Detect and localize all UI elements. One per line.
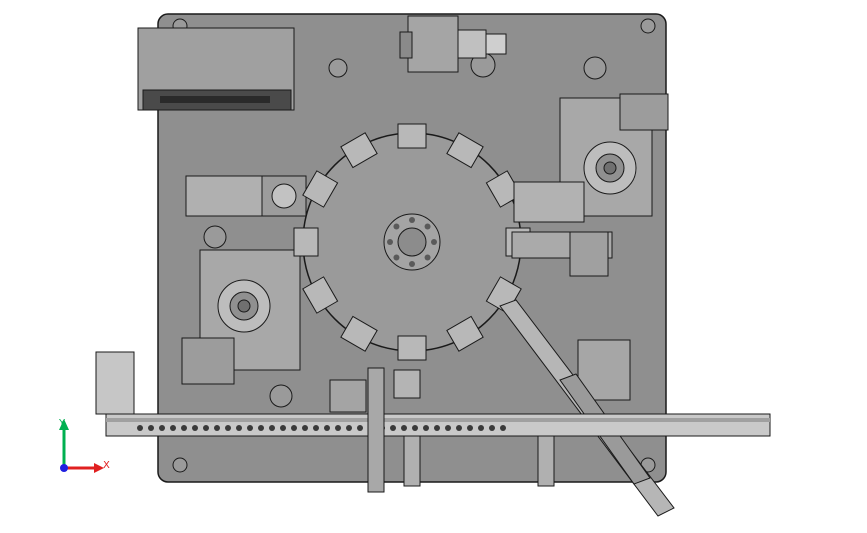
conveyor-pockets [137, 425, 506, 431]
conveyor-pocket [324, 425, 330, 431]
conveyor-pocket [500, 425, 506, 431]
table-station-fixture[interactable] [397, 123, 427, 149]
conveyor-pocket [280, 425, 286, 431]
table-bolt [393, 254, 400, 261]
conveyor-pocket [467, 425, 473, 431]
rotary-index-table[interactable] [293, 123, 531, 361]
table-bolt [431, 239, 437, 245]
table-bolt [409, 261, 415, 267]
y-axis-arrowhead [59, 419, 69, 430]
table-station-fixture[interactable] [302, 276, 339, 314]
conveyor-pocket [412, 425, 418, 431]
conveyor-pocket [445, 425, 451, 431]
motor-housing-top-left[interactable] [137, 27, 295, 111]
conveyor-pocket [159, 425, 165, 431]
linear-conveyor[interactable] [95, 351, 771, 493]
x-axis-arrowhead [94, 463, 104, 473]
table-station-fixture[interactable] [446, 315, 484, 352]
table-bolt [387, 239, 393, 245]
table-station-fixture[interactable] [293, 227, 319, 257]
right-slide-assembly[interactable] [511, 181, 631, 401]
table-station-fixture[interactable] [340, 315, 378, 352]
table-bolt [393, 223, 400, 230]
table-bolts [387, 217, 437, 267]
conveyor-pocket [236, 425, 242, 431]
conveyor-pocket [148, 425, 154, 431]
conveyor-pocket [203, 425, 209, 431]
conveyor-pocket [335, 425, 341, 431]
conveyor-pocket [247, 425, 253, 431]
motor-block-bottom-left[interactable] [181, 249, 301, 385]
conveyor-pocket [423, 425, 429, 431]
top-cylinder-assembly[interactable] [399, 15, 507, 73]
conveyor-pocket [434, 425, 440, 431]
conveyor-pocket [192, 425, 198, 431]
table-station-fixture[interactable] [446, 132, 484, 169]
conveyor-pocket [456, 425, 462, 431]
table-bolt [409, 217, 415, 223]
table-bolt [424, 254, 431, 261]
conveyor-pocket [401, 425, 407, 431]
coordinate-triad: Y X [58, 418, 110, 473]
conveyor-pocket [390, 425, 396, 431]
conveyor-pocket [357, 425, 363, 431]
y-axis-label: Y [58, 418, 66, 429]
conveyor-pocket [181, 425, 187, 431]
table-station-fixture[interactable] [302, 170, 339, 208]
conveyor-pocket [291, 425, 297, 431]
z-axis-dot [60, 464, 68, 472]
table-station-fixture[interactable] [340, 132, 378, 169]
left-feed-cylinder[interactable] [185, 175, 307, 217]
conveyor-pocket [170, 425, 176, 431]
conveyor-pocket [302, 425, 308, 431]
conveyor-pocket [313, 425, 319, 431]
motor-block-top-right[interactable] [559, 93, 669, 217]
conveyor-pocket [269, 425, 275, 431]
conveyor-pocket [225, 425, 231, 431]
conveyor-pocket [478, 425, 484, 431]
conveyor-pocket [258, 425, 264, 431]
table-station-fixture[interactable] [397, 335, 427, 361]
x-axis-label: X [103, 460, 110, 471]
conveyor-pocket [214, 425, 220, 431]
table-stations [293, 123, 531, 361]
conveyor-pocket [137, 425, 143, 431]
table-bolt [424, 223, 431, 230]
conveyor-pocket [489, 425, 495, 431]
conveyor-pocket [346, 425, 352, 431]
